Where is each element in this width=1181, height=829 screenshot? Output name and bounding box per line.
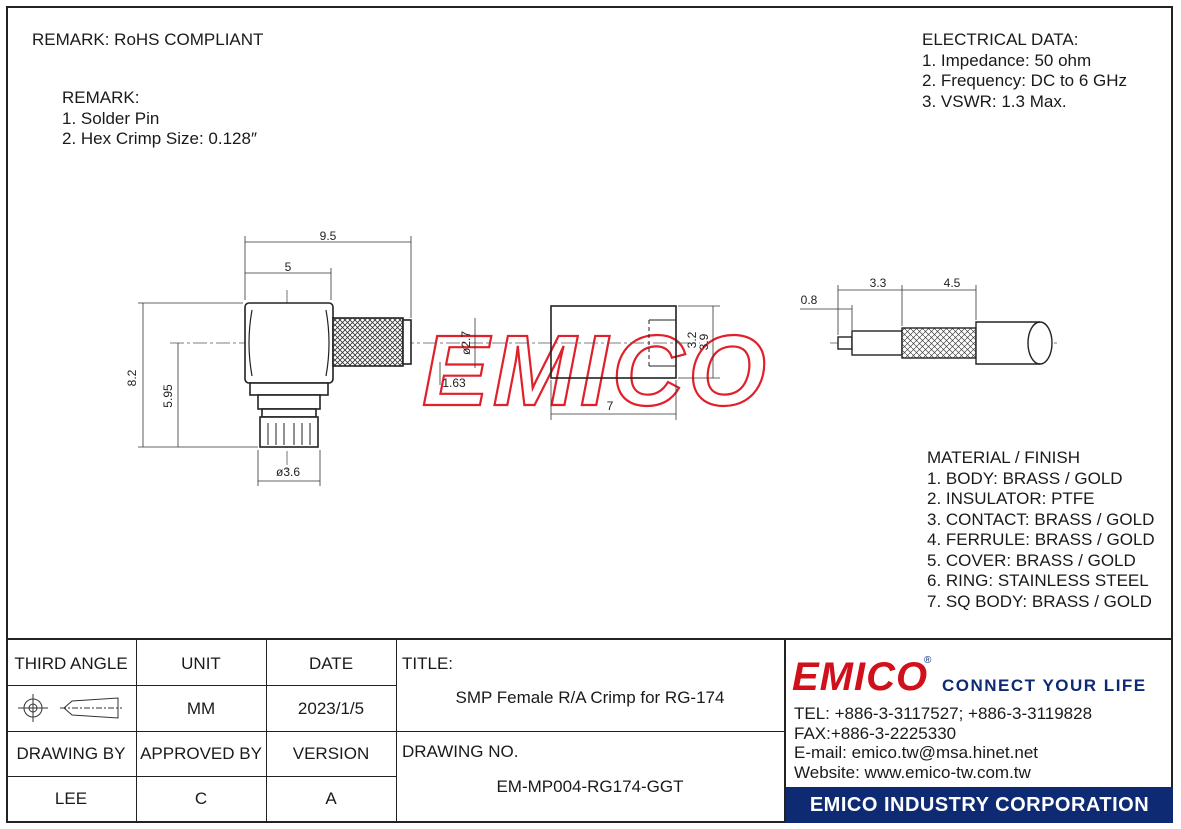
- company-name-bar: EMICO INDUSTRY CORPORATION: [786, 787, 1173, 823]
- dim-height: 8.2: [125, 369, 139, 386]
- unit-value: MM: [186, 699, 216, 718]
- drawing-by-label: DRAWING BY: [16, 744, 126, 763]
- grid-line: [6, 776, 396, 777]
- dim-ferrule-od: 3.9: [697, 333, 711, 350]
- dim-overall-length: 9.5: [320, 229, 337, 243]
- electrical-item: 3. VSWR: 1.3 Max.: [922, 91, 1067, 111]
- drawing-no-label: DRAWING NO.: [402, 742, 519, 761]
- drawing-frame: [6, 6, 1173, 823]
- material-finish-block: MATERIAL / FINISH 1. BODY: BRASS / GOLD …: [927, 448, 1155, 612]
- emico-watermark: EMICO: [422, 315, 770, 427]
- material-item: 2. INSULATOR: PTFE: [927, 489, 1095, 508]
- material-heading: MATERIAL / FINISH: [927, 448, 1081, 467]
- material-item: 4. FERRULE: BRASS / GOLD: [927, 530, 1155, 549]
- dim-strip-b: 3.3: [870, 276, 887, 290]
- remark-item: 1. Solder Pin: [62, 108, 160, 128]
- date-label: DATE: [308, 654, 354, 673]
- dim-diameter: ø3.6: [276, 465, 300, 479]
- material-item: 7. SQ BODY: BRASS / GOLD: [927, 591, 1152, 611]
- ferrule: [550, 305, 677, 379]
- material-item: 6. RING: STAINLESS STEEL: [927, 571, 1149, 590]
- grid-line: [6, 685, 396, 686]
- connector-body: [244, 302, 412, 448]
- dim-ferrule-dia: ø2.7: [459, 331, 473, 355]
- website: Website: www.emico-tw.com.tw: [794, 762, 1031, 782]
- remarks-heading: REMARK:: [62, 88, 140, 107]
- grid-line: [396, 638, 397, 823]
- title-value: SMP Female R/A Crimp for RG-174: [455, 688, 725, 707]
- approved-by-label: APPROVED BY: [140, 744, 262, 763]
- electrical-heading: ELECTRICAL DATA:: [922, 30, 1079, 49]
- dim-strip-c: 4.5: [944, 276, 961, 290]
- registered-mark: ®: [924, 655, 932, 666]
- third-angle-symbol: [18, 694, 122, 722]
- title-block-top: [6, 638, 1173, 640]
- dim-ferrule-length: 7: [607, 399, 614, 413]
- electrical-item: 2. Frequency: DC to 6 GHz: [922, 71, 1128, 90]
- dim-strip-a: 0.8: [801, 293, 818, 307]
- material-item: 3. CONTACT: BRASS / GOLD: [927, 509, 1155, 529]
- material-item: 5. COVER: BRASS / GOLD: [927, 550, 1136, 570]
- dim-center-height: 5.95: [161, 384, 175, 408]
- dimension-lines: [138, 236, 977, 486]
- contact-info: TEL: +886-3-3117527; +886-3-3119828 FAX:…: [794, 704, 1092, 782]
- electrical-data-block: ELECTRICAL DATA: 1. Impedance: 50 ohm 2.…: [922, 30, 1127, 112]
- title-label: TITLE:: [402, 654, 454, 673]
- electrical-item: 1. Impedance: 50 ohm: [922, 50, 1092, 70]
- remarks-block: REMARK: 1. Solder Pin 2. Hex Crimp Size:…: [62, 88, 257, 150]
- drawing-no-value: EM-MP004-RG174-GGT: [496, 777, 684, 796]
- dim-ferrule-od2: 3.2: [685, 331, 699, 348]
- dim-body-length: 5: [285, 260, 292, 274]
- rohs-remark: REMARK: RoHS COMPLIANT: [32, 30, 264, 49]
- version-label: VERSION: [292, 744, 370, 763]
- dim-ferrule-inner: 1.63: [442, 376, 466, 390]
- tel: TEL: +886-3-3117527; +886-3-3119828: [794, 704, 1093, 723]
- fax: FAX:+886-3-2225330: [794, 723, 957, 743]
- grid-line: [784, 638, 786, 823]
- third-angle-label: THIRD ANGLE: [14, 654, 128, 673]
- approved-by-value: C: [194, 789, 208, 808]
- version-value: A: [325, 789, 337, 808]
- remark-item: 2. Hex Crimp Size: 0.128″: [62, 129, 257, 148]
- email: E-mail: emico.tw@msa.hinet.net: [794, 743, 1039, 762]
- unit-label: UNIT: [181, 654, 221, 673]
- grid-line: [136, 638, 137, 823]
- grid-line: [266, 638, 267, 823]
- emico-logo: EMICO: [792, 655, 929, 699]
- drawing-by-value: LEE: [54, 789, 88, 808]
- date-value: 2023/1/5: [297, 699, 365, 718]
- material-item: 1. BODY: BRASS / GOLD: [927, 468, 1123, 488]
- company-slogan: CONNECT YOUR LIFE: [942, 676, 1147, 695]
- stripped-cable: [837, 321, 1053, 365]
